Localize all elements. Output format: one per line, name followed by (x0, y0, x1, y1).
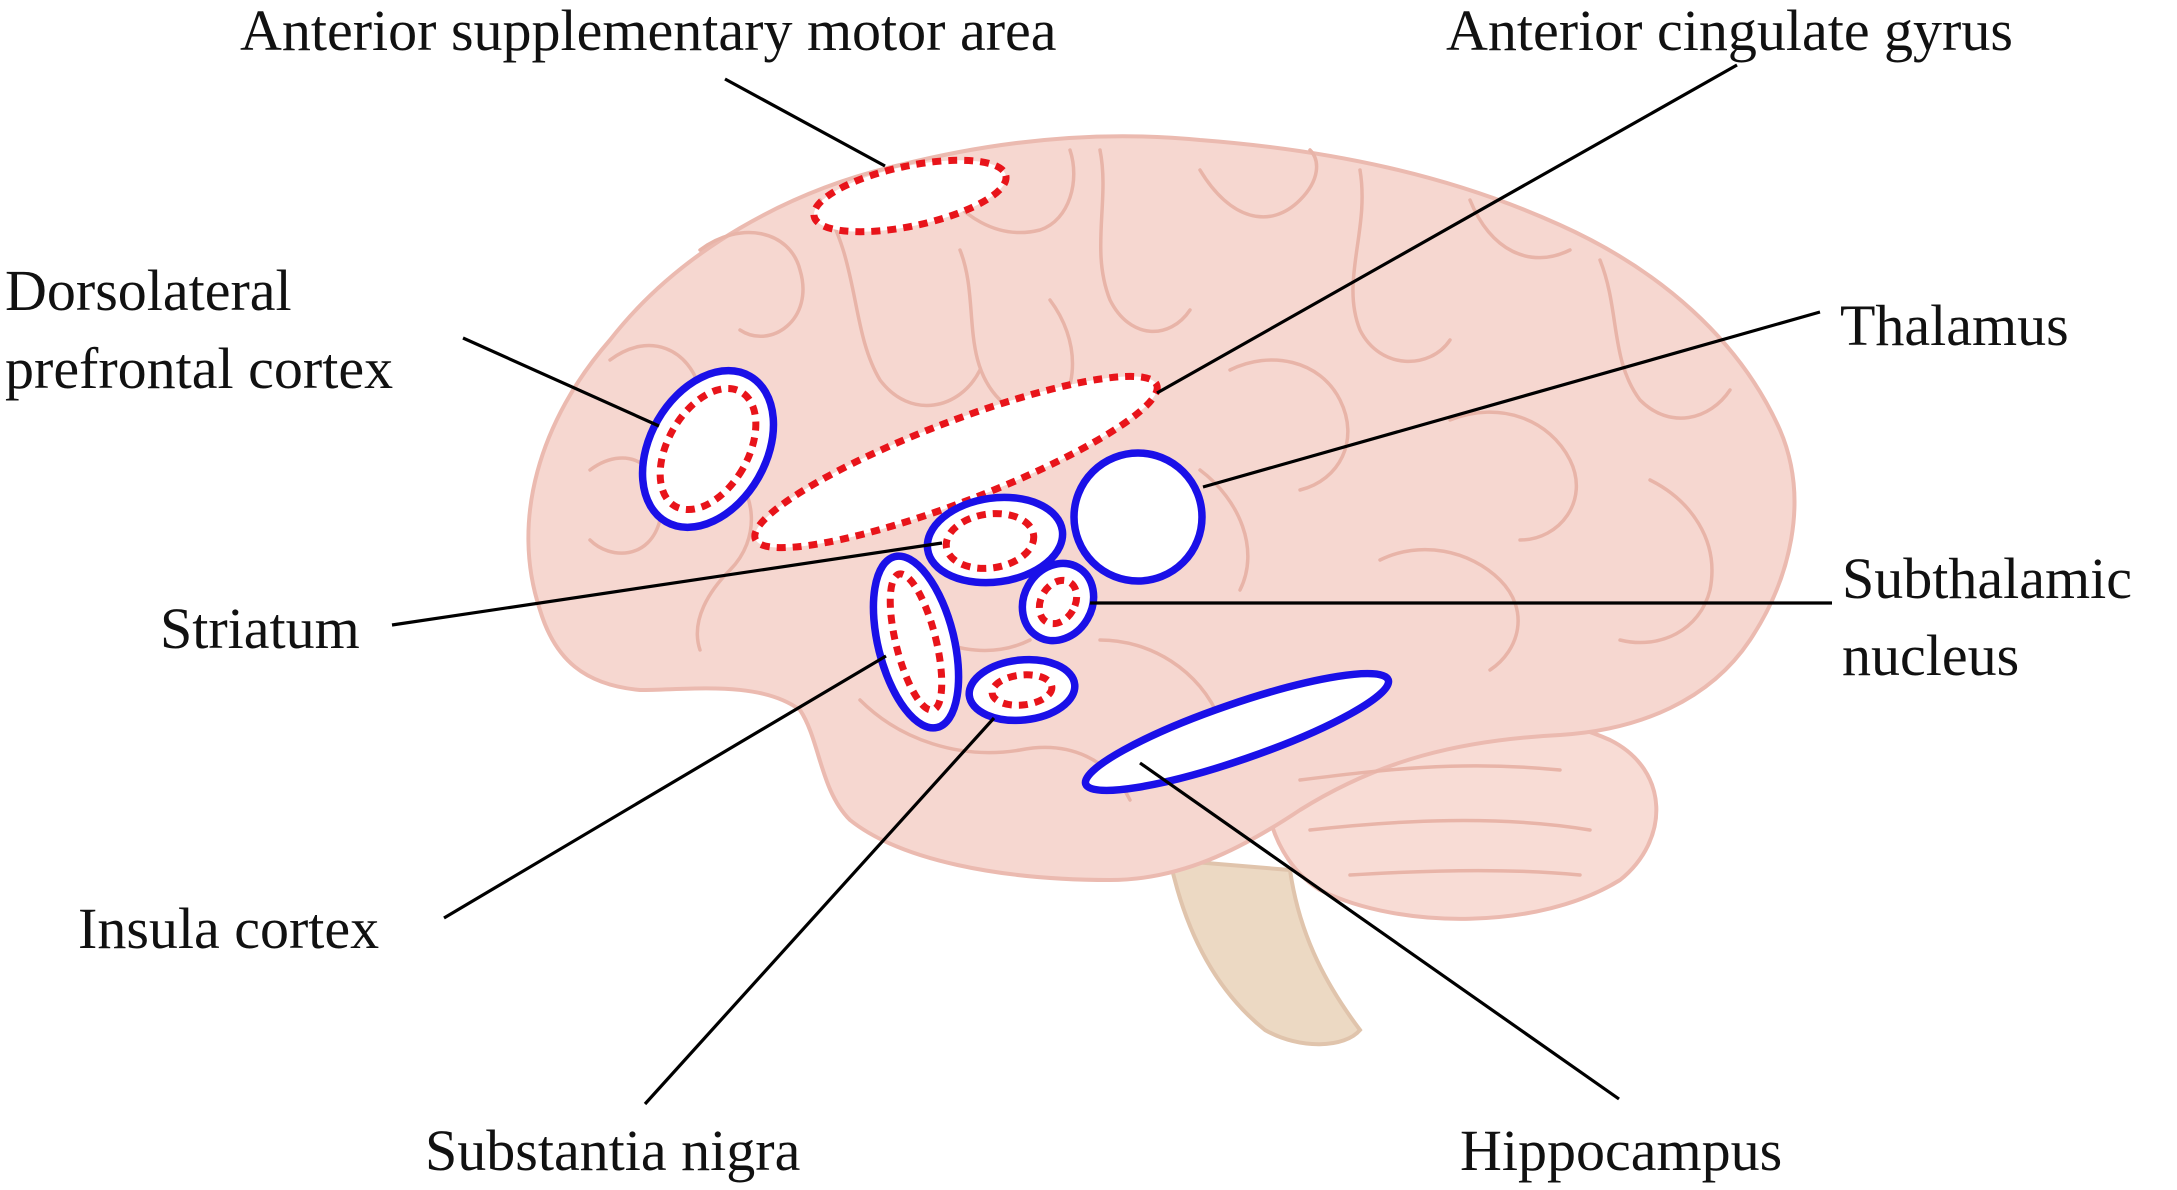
label-substantia-nigra: Substantia nigra (425, 1118, 800, 1183)
label-hippocampus: Hippocampus (1460, 1118, 1782, 1183)
leader-line-dlpfc (462, 336, 660, 428)
hippocampus-region (1081, 669, 1393, 795)
leader-line-striatum (391, 541, 943, 627)
label-subthalamic-line2: nucleus (1842, 623, 2019, 688)
brain-illustration (526, 134, 1797, 1047)
gyri (588, 148, 1732, 877)
leader-line-anterior-cingulate (1156, 63, 1738, 395)
leader-line-substantia-nigra (643, 716, 996, 1106)
thalamus-region (1070, 449, 1206, 585)
label-anterior-cingulate: Anterior cingulate gyrus (1446, 0, 2013, 63)
striatum-region-inner (942, 510, 1038, 572)
labels: Anterior supplementary motor area Anteri… (5, 0, 2132, 1183)
insula-region-inner (886, 570, 946, 714)
subthalamic-region-inner (1035, 576, 1081, 628)
label-dlpfc-line1: Dorsolateral (5, 258, 292, 323)
leader-line-anterior-sma (724, 77, 886, 168)
dlpfc-region-inner (656, 384, 760, 514)
label-thalamus: Thalamus (1840, 293, 2069, 358)
label-anterior-sma: Anterior supplementary motor area (240, 0, 1057, 63)
anterior-sma-region (810, 156, 1010, 236)
leader-line-insula (443, 654, 887, 920)
label-insula: Insula cortex (78, 896, 379, 961)
leader-line-hippocampus (1139, 761, 1620, 1101)
label-striatum: Striatum (160, 596, 360, 661)
substantia-nigra-region-inner (988, 671, 1056, 709)
leader-lines (391, 63, 1832, 1106)
leader-line-thalamus (1202, 310, 1821, 489)
brain-stem (1167, 857, 1363, 1047)
label-dlpfc-line2: prefrontal cortex (5, 336, 393, 401)
label-subthalamic-line1: Subthalamic (1842, 546, 2132, 611)
region-markers (638, 156, 1393, 795)
